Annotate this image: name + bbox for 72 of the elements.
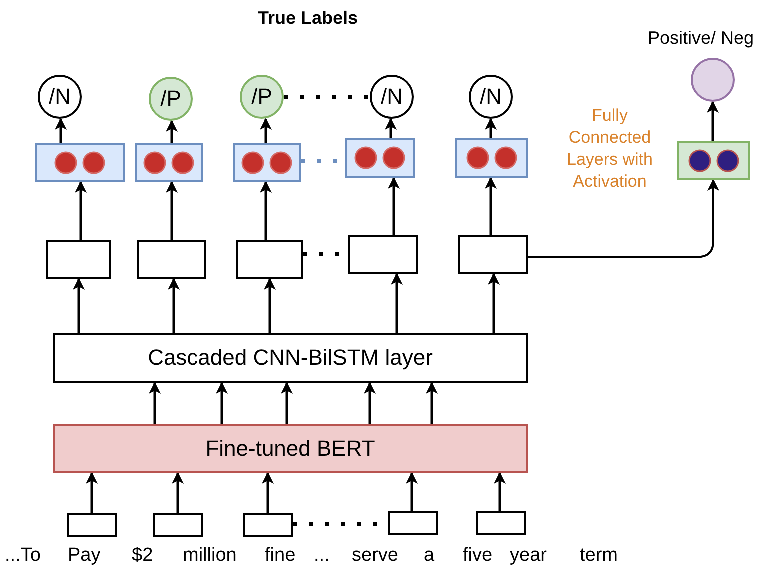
label-text: /N — [480, 84, 502, 110]
ellipsis-dotted-line — [284, 95, 370, 99]
hidden-state-box — [243, 513, 293, 537]
hidden-state-box — [137, 240, 206, 279]
arrow — [260, 118, 272, 143]
label-text: /N — [381, 84, 403, 110]
arrow — [485, 118, 497, 138]
label-circle — [149, 77, 193, 121]
layer-label: Cascaded CNN-BilSTM layer — [148, 345, 433, 371]
label-circle — [240, 75, 284, 119]
label-text: /N — [49, 84, 71, 110]
neuron-layer-box — [677, 141, 750, 180]
input-word: million — [183, 545, 237, 567]
input-word: fine — [265, 545, 296, 567]
arrow — [216, 382, 228, 424]
label-circle — [370, 75, 414, 119]
hidden-state-box — [348, 235, 418, 274]
arrow — [260, 181, 272, 240]
hidden-state-box — [236, 240, 303, 279]
neuron-layer-box — [35, 143, 125, 182]
neuron-layer-box — [455, 138, 528, 178]
arrow — [73, 278, 85, 333]
arrow — [149, 382, 161, 424]
arrow — [707, 101, 719, 141]
arrow — [485, 177, 497, 235]
arrow — [406, 472, 418, 511]
layer-label: Fine-tuned BERT — [206, 436, 376, 462]
arrow — [262, 472, 274, 513]
label-circle — [38, 75, 82, 119]
arrow — [75, 181, 87, 240]
hidden-state-box — [46, 240, 111, 279]
input-word: five — [463, 545, 493, 567]
neuron-layer-box — [345, 138, 415, 178]
hidden-state-box — [67, 513, 117, 537]
input-word: Pay — [68, 545, 101, 567]
input-word: a — [424, 545, 435, 567]
diagram-title: True Labels — [258, 8, 358, 29]
output-heading: Positive/ Neg — [648, 28, 754, 49]
input-word: $2 — [132, 545, 154, 567]
arrow — [385, 118, 397, 138]
hidden-state-box — [153, 513, 203, 537]
arrow — [364, 382, 376, 424]
arrow — [391, 273, 403, 333]
model-box — [53, 424, 528, 473]
arrow — [166, 181, 178, 240]
input-word: ...To — [5, 545, 41, 567]
input-word: ... — [314, 545, 330, 567]
hidden-state-box — [476, 511, 526, 535]
arrow — [388, 177, 400, 235]
hidden-state-box — [458, 235, 528, 274]
arrow — [494, 472, 506, 511]
arrow — [172, 472, 184, 513]
label-text: /P — [252, 84, 272, 110]
arrow — [168, 278, 180, 333]
arrow — [426, 382, 438, 424]
input-word: year — [510, 545, 547, 567]
annotation-text: Fully Connected Layers with Activation — [566, 105, 654, 193]
input-word: serve — [352, 545, 398, 567]
neuron-layer-box — [135, 143, 203, 182]
arrow — [488, 273, 500, 333]
arrow — [86, 472, 98, 513]
label-circle — [469, 75, 513, 119]
arrow — [281, 382, 293, 424]
arrow — [264, 278, 276, 333]
input-word: term — [580, 545, 618, 567]
arrow — [166, 120, 178, 143]
hidden-state-box — [388, 511, 438, 535]
layer-box — [53, 333, 528, 383]
arrow — [528, 179, 720, 258]
arrow — [55, 118, 67, 143]
neuron-layer-box — [233, 143, 301, 182]
label-text: /P — [160, 86, 182, 112]
